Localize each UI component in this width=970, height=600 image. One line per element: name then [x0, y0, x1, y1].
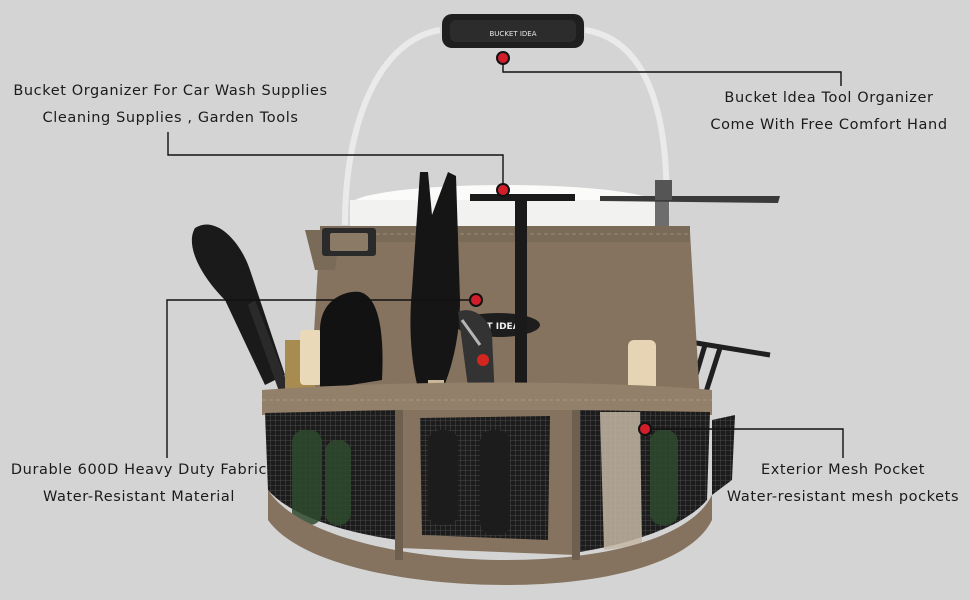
marker-handle: [496, 51, 510, 65]
leader-line-tools: [167, 132, 504, 190]
handle-brand-label: BUCKET IDEA: [490, 30, 537, 38]
comfort-handle-grip: BUCKET IDEA: [442, 14, 584, 48]
callout-bottom-left-line2: Water-Resistant Material: [42, 489, 235, 505]
callout-bottom-right: Exterior Mesh Pocket Water-resistant mes…: [722, 457, 964, 511]
trowel-large: [191, 224, 290, 394]
callout-top-right-line2: Come With Free Comfort Hand: [710, 117, 948, 133]
marker-mesh: [638, 422, 652, 436]
callout-top-left: Bucket Organizer For Car Wash Supplies C…: [8, 78, 333, 132]
wire-brush: [285, 330, 322, 390]
callout-bottom-right-line2: Water-resistant mesh pockets: [726, 489, 960, 505]
trowel-small: [320, 291, 383, 390]
fabric-organizer: ET IDEA: [305, 226, 700, 400]
callout-top-right-line1: Bucket ldea Tool Organizer: [724, 90, 934, 106]
mesh-pockets: [265, 410, 735, 555]
marker-fabric: [469, 293, 483, 307]
callout-top-left-line1: Bucket Organizer For Car Wash Supplies: [13, 83, 328, 99]
marker-tools: [496, 183, 510, 197]
leader-line-handle: [502, 58, 842, 86]
callout-top-right: Bucket ldea Tool Organizer Come With Fre…: [700, 85, 958, 139]
organizer-base: [268, 410, 712, 585]
callout-top-left-line2: Cleaning Supplies , Garden Tools: [42, 110, 299, 126]
callout-bottom-left: Durable 600D Heavy Duty Fabric Water-Res…: [4, 457, 274, 511]
leader-line-fabric: [166, 299, 476, 458]
wooden-handle: [628, 340, 656, 400]
callout-bottom-left-line1: Durable 600D Heavy Duty Fabric: [10, 462, 268, 478]
front-brand-label: ET IDEA: [480, 322, 519, 332]
pocket-band: [262, 382, 712, 415]
callout-markers: [469, 51, 652, 436]
callout-bottom-right-line1: Exterior Mesh Pocket: [760, 462, 926, 478]
pruning-shears: [458, 310, 495, 402]
leader-line-mesh: [645, 428, 844, 458]
